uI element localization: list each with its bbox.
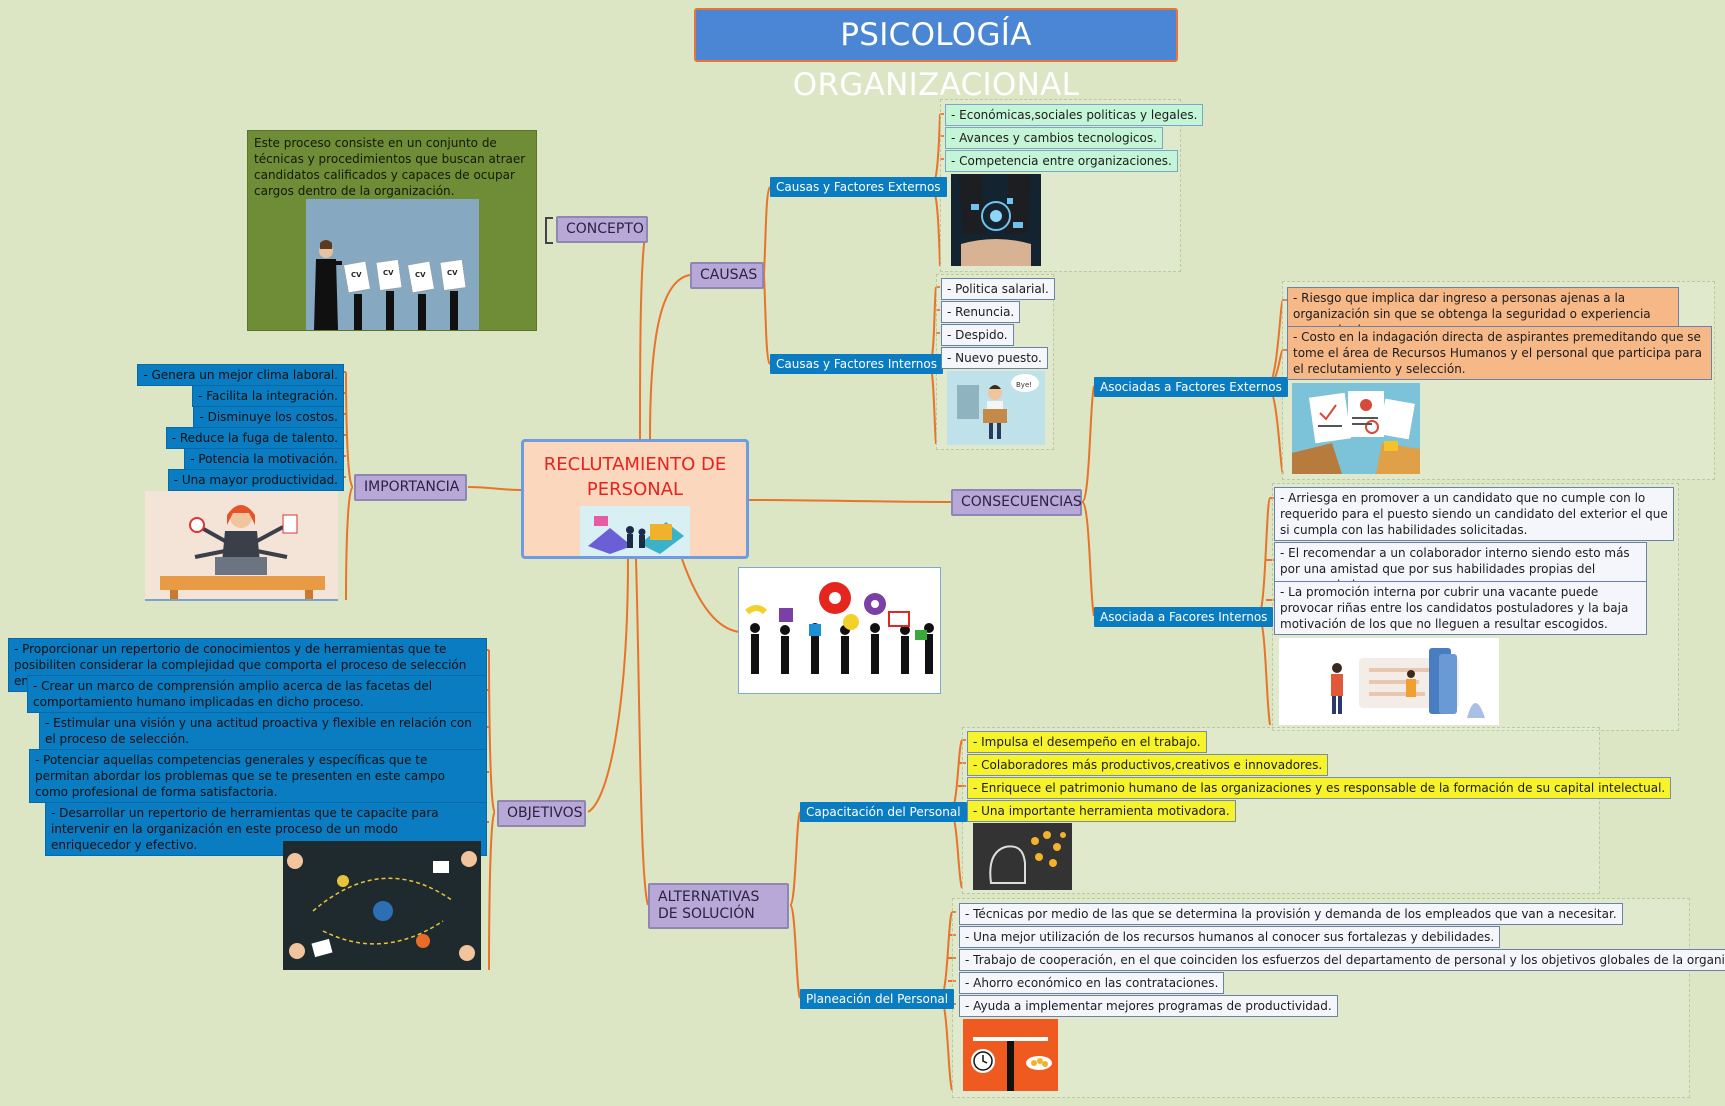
topic-alternativas-de-solucion[interactable]: ALTERNATIVAS DE SOLUCIÓN <box>648 883 789 929</box>
planeacion-item[interactable]: - Ahorro económico en las contrataciones… <box>959 972 1225 994</box>
subtopic-planeacion[interactable]: Planeación del Personal <box>800 989 955 1009</box>
objetivos-item[interactable]: - Potenciar aquellas competencias genera… <box>29 749 487 803</box>
objetivos-item[interactable]: - Estimular una visión y una actitud pro… <box>39 712 487 750</box>
capacitacion-item[interactable]: - Enriquece el patrimonio humano de las … <box>967 777 1672 799</box>
consecuencias-internos-item[interactable]: - Arriesga en promover a un candidato qu… <box>1274 487 1674 541</box>
topic-importancia[interactable]: IMPORTANCIA <box>354 474 467 501</box>
cv-review-image <box>1292 383 1420 474</box>
teamwork-gears-image <box>738 567 941 694</box>
causas-internos-item[interactable]: - Renuncia. <box>941 301 1021 323</box>
planeacion-item[interactable]: - Una mejor utilización de los recursos … <box>959 926 1501 948</box>
cv-label-3: CV <box>415 271 426 279</box>
link-importancia <box>467 486 522 491</box>
concept-description: Este proceso consiste en un conjunto de … <box>254 136 526 198</box>
capacitacion-item[interactable]: - Colaboradores más productivos,creativo… <box>967 754 1329 776</box>
topic-objetivos[interactable]: OBJETIVOS <box>497 800 586 827</box>
topic-concepto[interactable]: CONCEPTO <box>556 216 648 243</box>
central-topic[interactable]: RECLUTAMIENTO DE PERSONAL <box>521 439 749 559</box>
link-consecuencias <box>748 499 952 503</box>
bye-bubble-text: Bye! <box>1016 381 1032 389</box>
causas-externos-item[interactable]: - Avances y cambios tecnologicos. <box>945 127 1163 149</box>
consecuencias-internos-item[interactable]: - La promoción interna por cubrir una va… <box>1274 581 1647 635</box>
cv-label-2: CV <box>383 269 394 277</box>
central-topic-label: RECLUTAMIENTO DE PERSONAL <box>543 454 727 500</box>
subtopic-consecuencias-internos[interactable]: Asociada a Facores Internos <box>1094 607 1274 627</box>
topic-causas[interactable]: CAUSAS <box>690 262 764 289</box>
link-image <box>681 558 741 633</box>
link-causas <box>649 274 691 440</box>
capacitacion-item[interactable]: - Impulsa el desempeño en el trabajo. <box>967 731 1207 753</box>
planeacion-item[interactable]: - Ayuda a implementar mejores programas … <box>959 995 1338 1017</box>
importancia-item[interactable]: - Facilita la integración. <box>192 385 344 407</box>
cv-label-4: CV <box>447 269 458 277</box>
multitasking-woman-image <box>145 491 338 601</box>
recruitment-illustration <box>580 506 690 556</box>
objetivos-item[interactable]: - Desarrollar un repertorio de herramien… <box>45 802 487 856</box>
causas-externos-item[interactable]: - Competencia entre organizaciones. <box>945 150 1178 172</box>
cv-candidates-image: CV CV CV CV <box>306 199 479 330</box>
importancia-item[interactable]: - Una mayor productividad. <box>167 469 344 491</box>
ideas-head-image <box>973 823 1072 890</box>
causas-externos-item[interactable]: - Económicas,sociales politicas y legale… <box>945 104 1204 126</box>
objetivos-item[interactable]: - Crear un marco de comprensión amplio a… <box>27 675 487 713</box>
causas-internos-item[interactable]: - Politica salarial. <box>941 278 1055 300</box>
cv-label-1: CV <box>351 271 362 279</box>
topic-consecuencias[interactable]: CONSECUENCIAS <box>951 489 1082 516</box>
planeacion-item[interactable]: - Técnicas por medio de las que se deter… <box>959 903 1623 925</box>
importancia-item[interactable]: - Reduce la fuga de talento. <box>165 427 344 449</box>
link-alternativas <box>635 558 649 906</box>
importancia-item[interactable]: - Potencia la motivación. <box>184 448 344 470</box>
time-money-balance-image <box>963 1019 1058 1091</box>
link-objetivos <box>587 558 629 813</box>
link-concepto <box>639 228 647 440</box>
subtopic-capacitacion[interactable]: Capacitación del Personal <box>800 802 967 822</box>
capacitacion-item[interactable]: - Una importante herramienta motivadora. <box>967 800 1236 822</box>
planeacion-item[interactable]: - Trabajo de cooperación, en el que coin… <box>959 949 1725 971</box>
causas-internos-item[interactable]: - Nuevo puesto. <box>941 347 1048 369</box>
concept-bracket <box>545 217 553 244</box>
importancia-item[interactable]: - Disminuye los costos. <box>193 406 344 428</box>
subtopic-causas-externos[interactable]: Causas y Factores Externos <box>770 177 947 197</box>
employee-leaving-image: Bye! <box>947 371 1045 445</box>
subtopic-consecuencias-externos[interactable]: Asociadas a Factores Externos <box>1094 377 1288 397</box>
promotion-image <box>1279 638 1499 725</box>
team-meeting-image <box>283 841 481 970</box>
page-title: PSICOLOGÍA ORGANIZACIONAL <box>694 8 1178 103</box>
importancia-item[interactable]: - Genera un mejor clima laboral. <box>137 364 344 386</box>
causas-internos-item[interactable]: - Despido. <box>941 324 1014 346</box>
technology-hands-image <box>951 174 1041 266</box>
subtopic-causas-internos[interactable]: Causas y Factores Internos <box>770 354 943 374</box>
concept-description-box: Este proceso consiste en un conjunto de … <box>247 130 537 331</box>
consecuencias-externos-item[interactable]: - Costo en la indagación directa de aspi… <box>1287 326 1712 380</box>
